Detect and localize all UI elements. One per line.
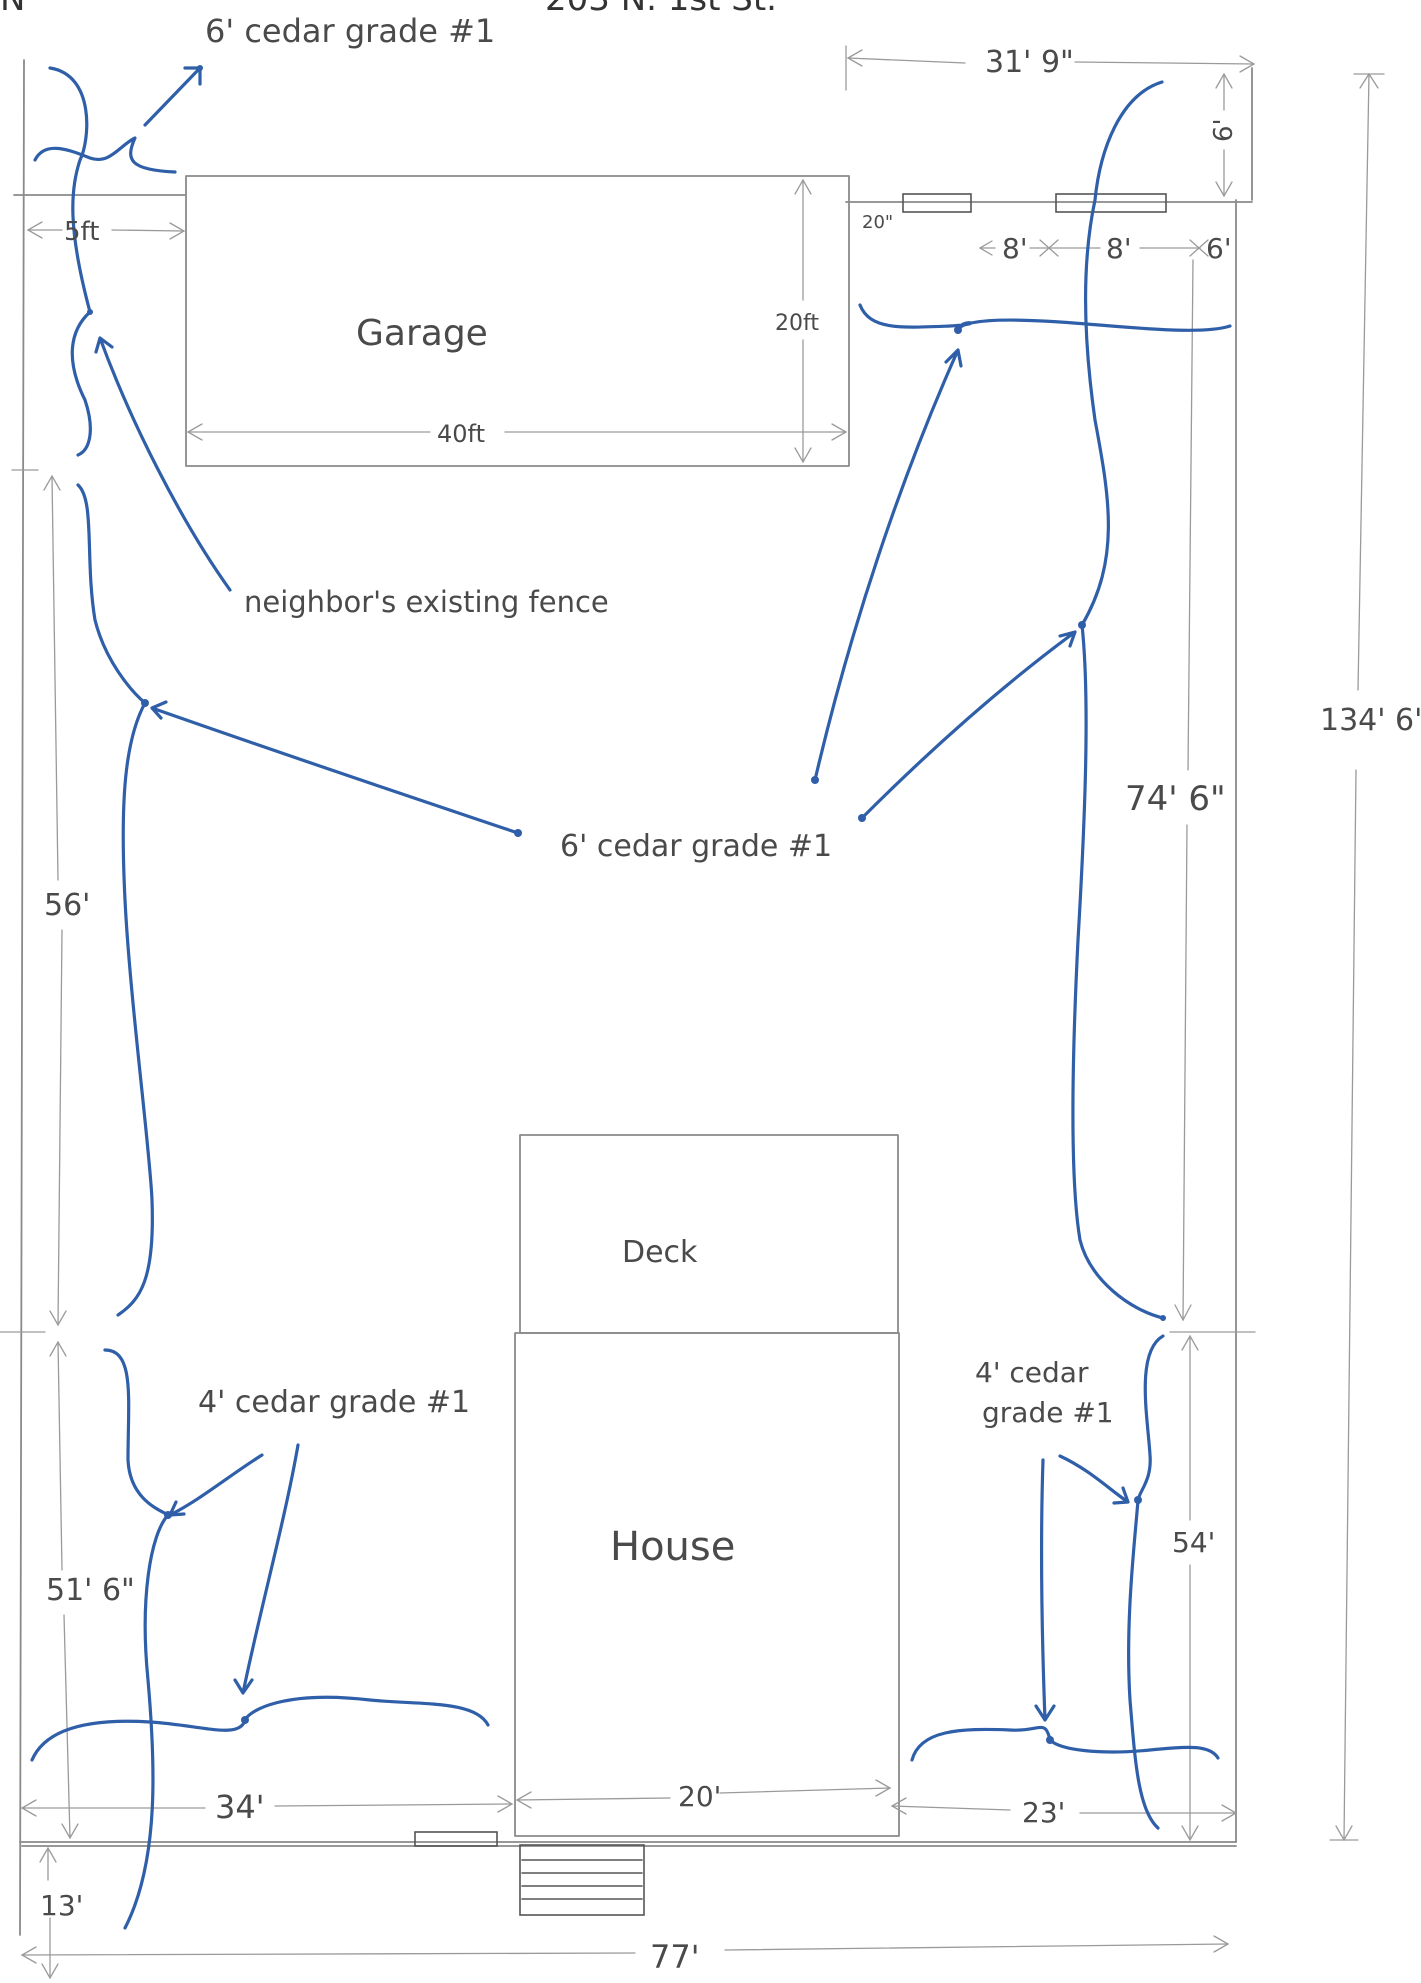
fence-left-6ft xyxy=(76,483,154,1317)
dim-right-front-section: 54' xyxy=(1172,1526,1215,1559)
fence-left-neighbor xyxy=(70,310,92,457)
front-steps xyxy=(519,1844,645,1916)
dim-right-side-fence: 74' 6" xyxy=(1125,779,1226,819)
dim-front-left-run: 34' xyxy=(215,1788,265,1826)
fence-front-left xyxy=(30,1695,490,1762)
label-4ft-cedar-left: 4' cedar grade #1 xyxy=(198,1385,470,1420)
fence-lines xyxy=(30,65,1232,1930)
header-fragment: N xyxy=(0,0,25,19)
dim-lot-width-top-right: 31' 9" xyxy=(985,45,1074,80)
label-6ft-cedar-middle: 6' cedar grade #1 xyxy=(560,829,832,864)
fence-rear-right xyxy=(858,303,1232,332)
dim-front-setback: 13' xyxy=(40,1889,83,1922)
dim-garage-width: 40ft xyxy=(437,420,485,448)
fence-right-6ft xyxy=(1071,80,1165,1320)
house-outline xyxy=(514,1332,900,1837)
label-garage: Garage xyxy=(356,313,488,354)
fence-top-left-rear xyxy=(48,66,92,314)
dim-gate-span-1: 8' xyxy=(1002,232,1028,265)
label-6ft-cedar-top: 6' cedar grade #1 xyxy=(205,12,495,50)
garage-outline xyxy=(185,175,850,467)
label-4ft-cedar-right-2: grade #1 xyxy=(982,1396,1114,1429)
left-property-line xyxy=(19,59,25,1936)
fence-left-4ft xyxy=(103,1348,170,1930)
rear-gate-2 xyxy=(1055,193,1167,213)
pencil-structure xyxy=(0,59,1256,1936)
fence-front-right xyxy=(910,1725,1220,1762)
dim-garage-side-gap: 5ft xyxy=(64,217,99,247)
dim-top-right-setback: 6' xyxy=(1209,118,1239,142)
label-neighbors-fence: neighbor's existing fence xyxy=(244,585,609,619)
dim-house-width: 20' xyxy=(678,1780,721,1813)
label-deck: Deck xyxy=(622,1235,698,1270)
dim-gate-offset: 20" xyxy=(862,212,893,233)
dim-gate-span-3: 6' xyxy=(1206,232,1232,265)
rear-gate-1 xyxy=(902,193,972,213)
dim-lot-width: 77' xyxy=(650,1938,700,1976)
dim-left-front-section: 51' 6" xyxy=(46,1573,135,1608)
deck-outline xyxy=(519,1134,899,1334)
dim-lot-depth: 134' 6" xyxy=(1320,703,1421,738)
dimension-lines xyxy=(20,45,1385,1980)
dim-gate-span-2: 8' xyxy=(1106,232,1132,265)
dim-garage-depth: 20ft xyxy=(775,311,819,336)
dim-front-right-run: 23' xyxy=(1022,1796,1065,1829)
fence-right-4ft xyxy=(1127,1334,1165,1830)
label-house: House xyxy=(610,1524,735,1570)
front-walk-gate xyxy=(414,1831,498,1847)
header-address: 203 N. 1st St. xyxy=(545,0,777,19)
label-4ft-cedar-right-1: 4' cedar xyxy=(975,1356,1089,1389)
dim-left-side-fence: 56' xyxy=(44,888,90,923)
